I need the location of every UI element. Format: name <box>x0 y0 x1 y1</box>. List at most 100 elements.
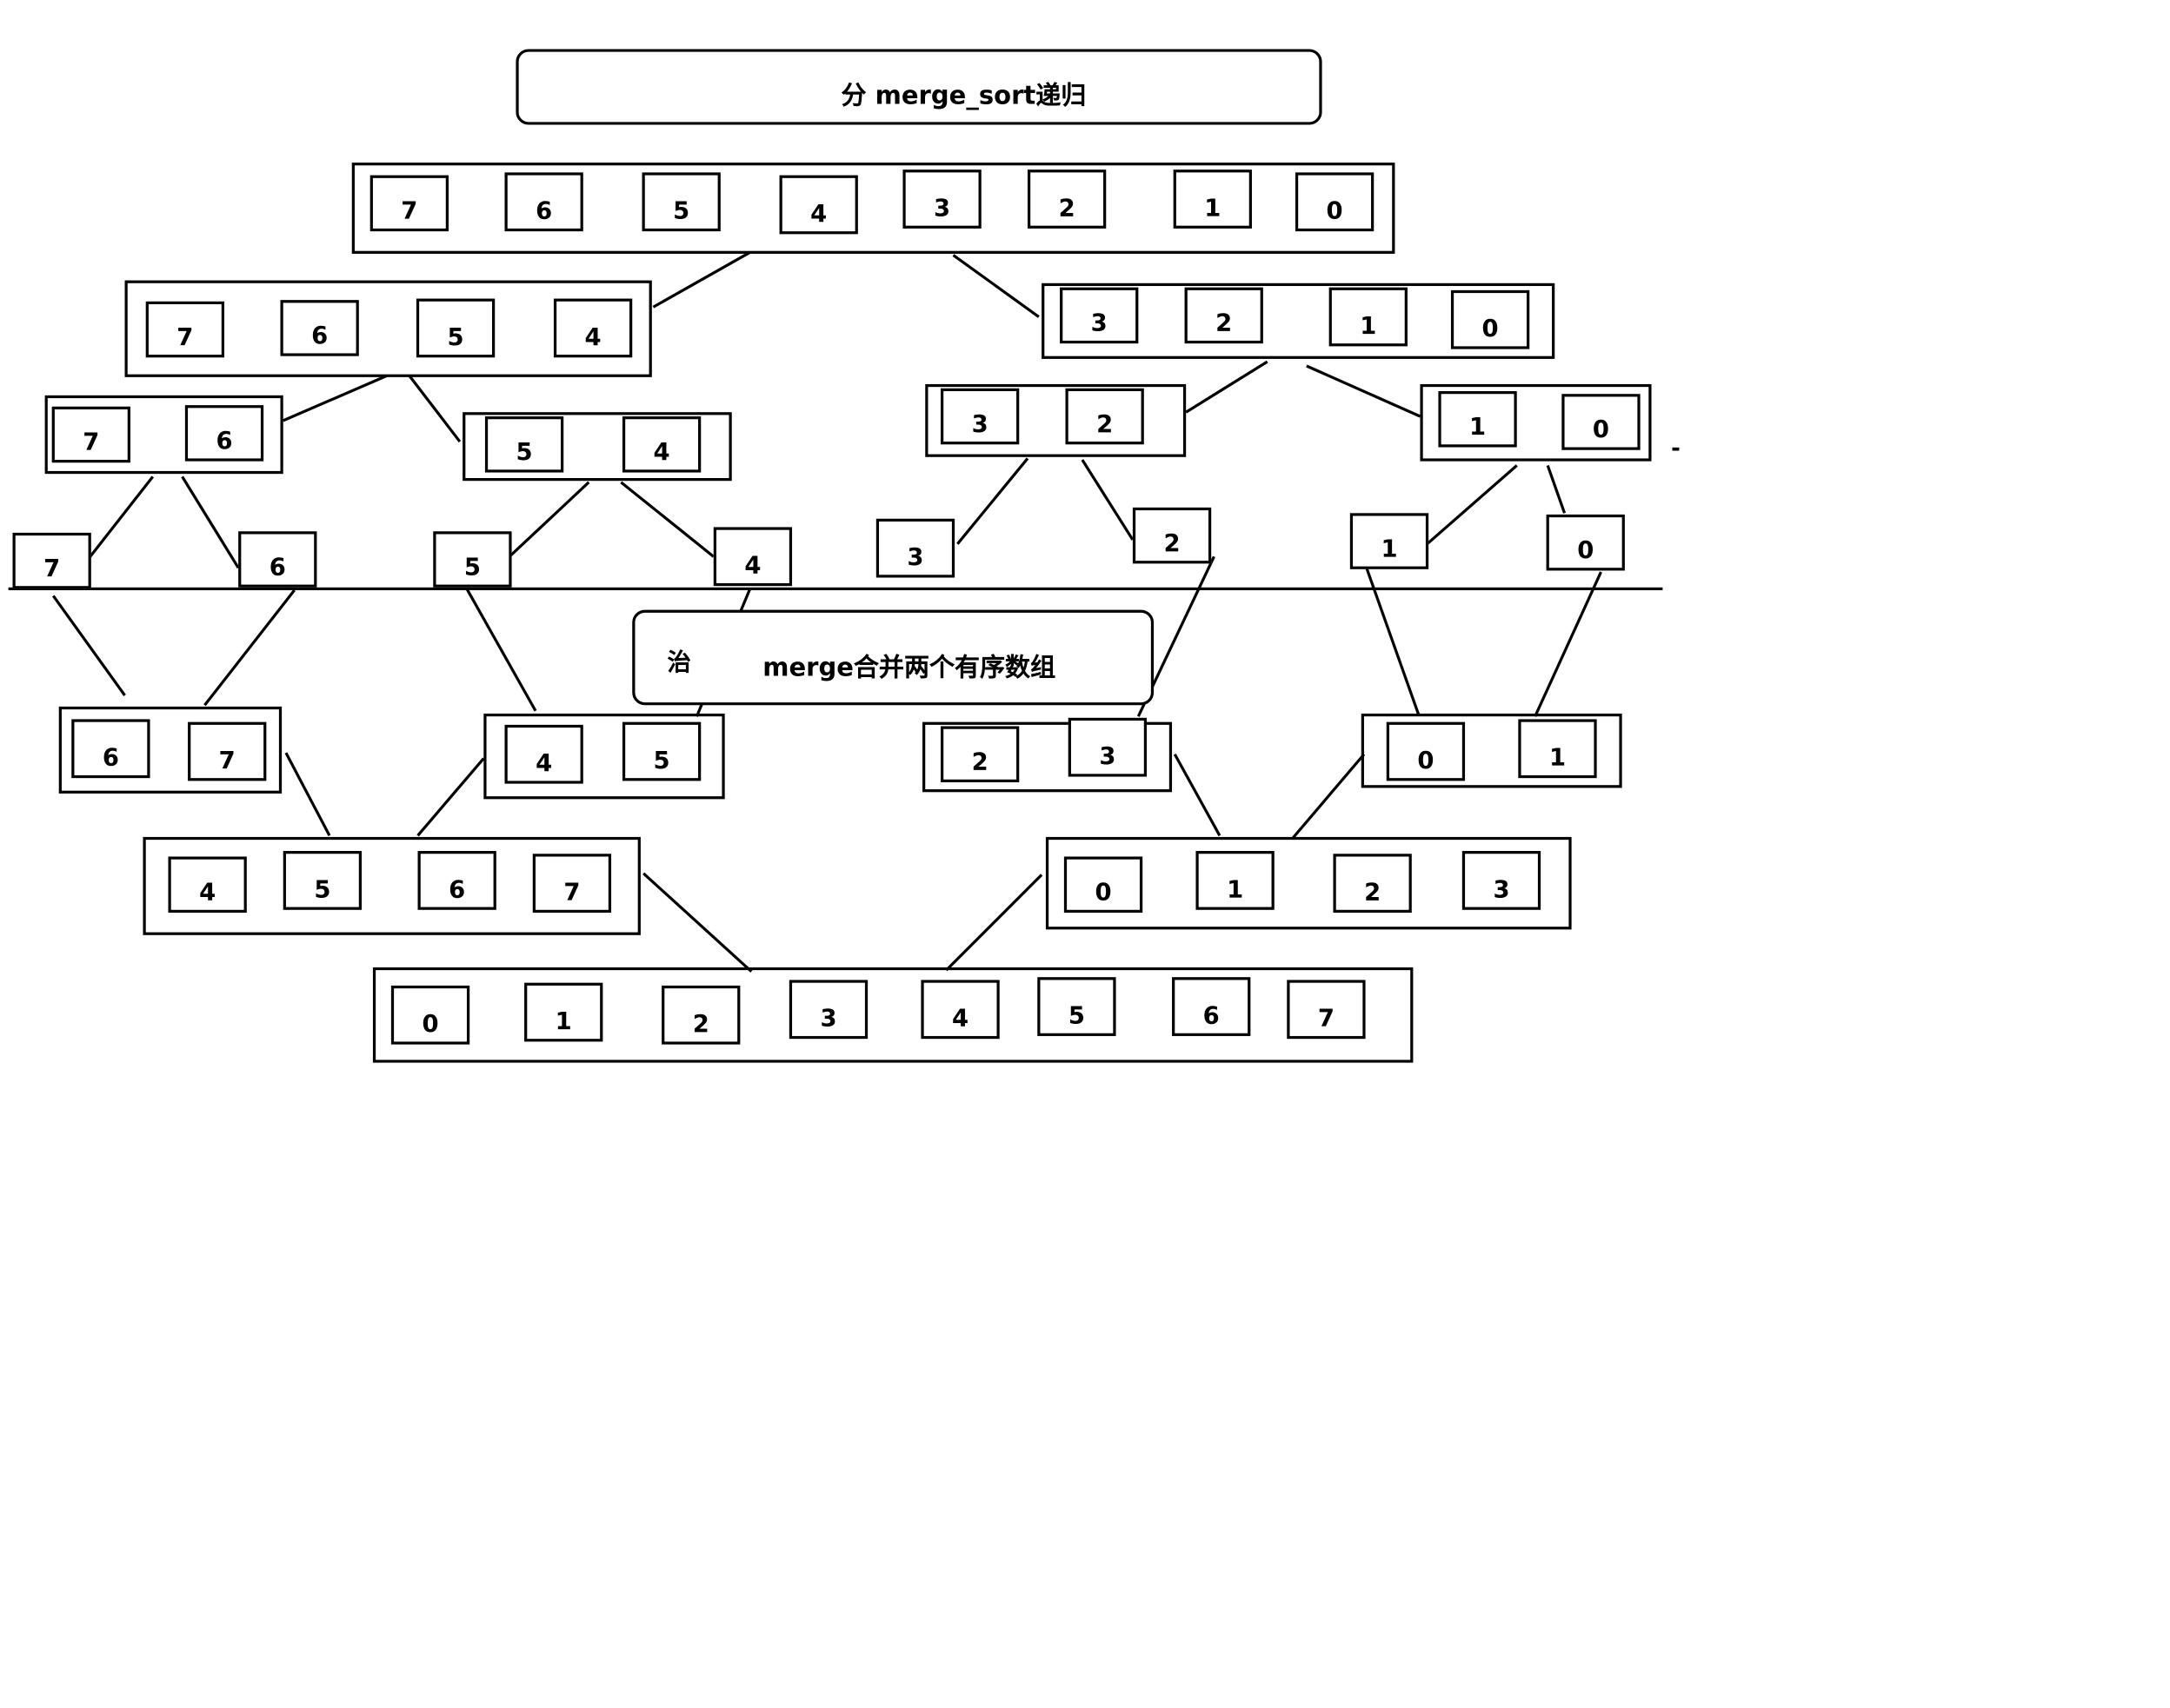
array-cell: 1 <box>1195 851 1275 910</box>
connector-line <box>652 250 751 309</box>
conquer-array-level-1-group-0 <box>143 836 641 935</box>
connector-line <box>283 374 388 422</box>
array-cell: 7 <box>145 301 224 358</box>
array-cell: 3 <box>902 169 982 229</box>
connector-line <box>1291 753 1366 840</box>
stray-dash-mark: - <box>1671 434 1681 462</box>
array-cell: 5 <box>1037 977 1116 1036</box>
array-cell: 2 <box>1027 169 1107 229</box>
array-cell: 6 <box>504 172 583 232</box>
array-cell: 4 <box>504 724 583 784</box>
array-cell: 7 <box>188 721 267 781</box>
array-cell: 0 <box>1546 514 1625 571</box>
array-cell: 4 <box>553 298 633 358</box>
connector-line <box>945 874 1043 972</box>
connector-line <box>1306 364 1421 418</box>
array-cell: 4 <box>168 856 247 913</box>
connector-line <box>416 757 485 837</box>
connector-line <box>85 475 155 562</box>
array-cell: 6 <box>238 531 317 588</box>
array-cell: 3 <box>875 518 955 578</box>
connector-line <box>1185 360 1268 414</box>
divide-array-level-2-group-2 <box>925 383 1187 457</box>
array-cell: 2 <box>1132 507 1212 564</box>
array-cell: 5 <box>622 721 702 781</box>
array-cell: 7 <box>532 854 612 913</box>
array-cell: 2 <box>940 726 1020 782</box>
connector-line <box>51 595 126 696</box>
connector-line <box>1173 753 1221 837</box>
array-cell: 6 <box>184 405 264 462</box>
array-cell: 0 <box>1450 289 1530 349</box>
divide-array-level-1-group-1 <box>1042 282 1555 359</box>
array-cell: 0 <box>1386 721 1466 781</box>
conquer-banner <box>632 609 1155 706</box>
divide-array-level-2-group-3 <box>1420 383 1652 462</box>
array-cell: 6 <box>1172 977 1251 1036</box>
array-cell: 6 <box>71 719 150 779</box>
array-cell: 4 <box>622 416 702 473</box>
array-cell: 0 <box>1063 856 1143 913</box>
array-cell: 3 <box>1060 287 1139 344</box>
array-cell: 5 <box>416 298 496 358</box>
array-cell: 7 <box>369 175 449 232</box>
array-cell: 5 <box>433 531 512 588</box>
divide-array-level-1-group-0 <box>124 280 652 377</box>
connector-line <box>499 481 590 567</box>
connector-line <box>203 589 296 707</box>
array-cell: 1 <box>1328 287 1408 347</box>
conquer-array-level-0-group-1 <box>483 713 725 800</box>
array-cell: 4 <box>779 175 858 235</box>
array-cell: 1 <box>524 982 603 1042</box>
divide-array-level-2-group-1 <box>463 412 732 482</box>
array-cell: 1 <box>1438 390 1517 448</box>
array-cell: 6 <box>417 851 496 910</box>
connector-line <box>408 375 462 443</box>
conquer-array-level-0-group-2 <box>922 721 1173 793</box>
connector-line <box>642 872 753 973</box>
connector-line <box>181 475 240 569</box>
array-cell: 0 <box>1561 394 1641 450</box>
divide-banner <box>516 49 1322 125</box>
conquer-banner-label: merge合并两个有序数组 <box>762 653 1056 683</box>
array-cell: 3 <box>1068 717 1148 777</box>
array-cell: 2 <box>1184 287 1263 344</box>
array-cell: 3 <box>940 388 1020 445</box>
array-cell: 1 <box>1173 169 1252 229</box>
array-cell: 5 <box>642 172 721 232</box>
divide-banner-label: 分 merge_sort递归 <box>841 81 1087 111</box>
connector-line <box>465 588 537 712</box>
conquer-array-level-0-group-3 <box>1361 713 1622 788</box>
array-cell: 3 <box>789 980 869 1040</box>
connector-line <box>1362 560 1421 716</box>
array-cell: 2 <box>662 985 741 1045</box>
conquer-array-level-0-group-0 <box>58 706 283 794</box>
array-cell: 1 <box>1518 719 1597 779</box>
array-cell: 7 <box>12 532 91 589</box>
divide-array-level-0-group-0 <box>351 163 1395 254</box>
conquer-array-level-1-group-1 <box>1045 836 1572 930</box>
connector-line <box>952 254 1040 318</box>
connector-line <box>1534 571 1602 717</box>
connector-line <box>284 752 331 837</box>
array-cell: 2 <box>1065 388 1144 445</box>
conquer-banner-char: 治 <box>667 648 691 678</box>
divide-conquer-divider <box>8 587 1663 591</box>
array-cell: 4 <box>713 527 793 587</box>
array-cell: 2 <box>1333 854 1412 913</box>
connector-line <box>1081 459 1135 541</box>
array-cell: 0 <box>390 985 470 1045</box>
array-cell: 0 <box>1295 172 1375 232</box>
array-cell: 3 <box>1461 851 1541 910</box>
array-cell: 7 <box>1287 980 1366 1040</box>
array-cell: 1 <box>1349 513 1429 569</box>
array-cell: 7 <box>51 406 130 463</box>
connector-line <box>1426 464 1518 546</box>
divide-array-level-2-group-0 <box>44 395 283 475</box>
connector-line <box>620 481 715 558</box>
connector-line <box>956 457 1029 545</box>
array-cell: 6 <box>280 300 359 356</box>
connector-line <box>1546 464 1567 514</box>
array-cell: 4 <box>921 980 1000 1040</box>
